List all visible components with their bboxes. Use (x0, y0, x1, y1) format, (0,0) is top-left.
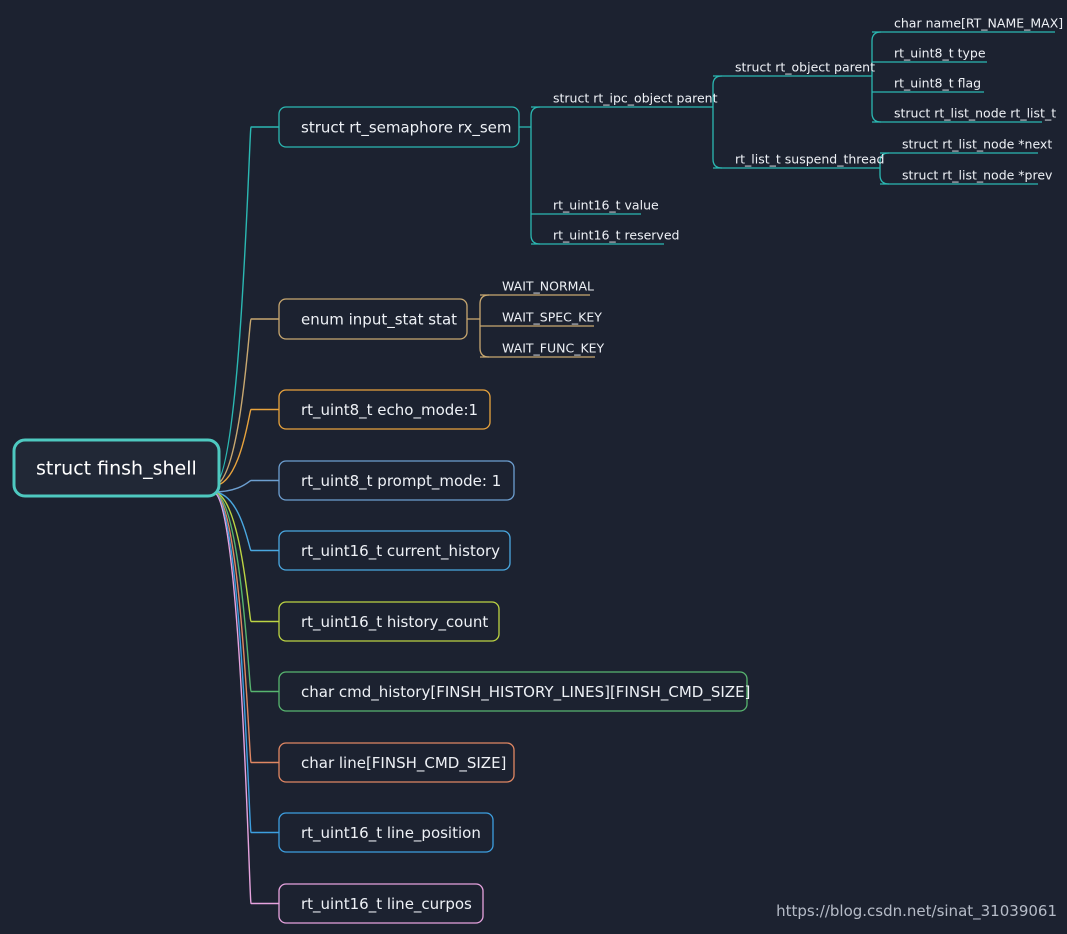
root-connector-prompt-mode (212, 479, 279, 493)
watermark-label: https://blog.csdn.net/sinat_31039061 (776, 902, 1057, 921)
node-cmd-history[interactable]: char cmd_history[FINSH_HISTORY_LINES][FI… (278, 671, 750, 712)
branch-node-prev[interactable]: struct rt_list_node *prev (898, 168, 1053, 185)
node-line-position-box[interactable] (278, 812, 494, 853)
node-input-stat-label: enum input_stat stat (301, 311, 457, 330)
node-rx-sem-label: struct rt_semaphore rx_sem (301, 119, 512, 138)
branch-obj-name-label: char name[RT_NAME_MAX] (894, 16, 1063, 31)
root-connector-line-curpos (212, 491, 279, 905)
node-line-buf[interactable]: char line[FINSH_CMD_SIZE] (278, 742, 515, 783)
branch-wait-normal-label: WAIT_NORMAL (502, 279, 594, 294)
node-line-position-label: rt_uint16_t line_position (301, 824, 481, 843)
node-line-buf-box[interactable] (278, 742, 515, 783)
node-line-curpos-label: rt_uint16_t line_curpos (301, 895, 472, 914)
node-echo-mode-label: rt_uint8_t echo_mode:1 (301, 401, 478, 420)
connector-trunk (712, 75, 723, 169)
branch-obj-list-label: struct rt_list_node rt_list_t (894, 106, 1056, 121)
node-layer: struct finsh_shell struct rt_semaphore rx… (12, 16, 1063, 924)
root-node[interactable]: struct finsh_shell (12, 438, 221, 498)
root-node-box[interactable] (12, 438, 221, 498)
node-line-position[interactable]: rt_uint16_t line_position (278, 812, 494, 853)
branch-obj-parent[interactable]: struct rt_object parent (731, 60, 875, 77)
node-echo-mode[interactable]: rt_uint8_t echo_mode:1 (278, 389, 491, 430)
connector-trunk (879, 152, 890, 185)
branch-sem-value[interactable]: rt_uint16_t value (549, 198, 659, 215)
branch-obj-list[interactable]: struct rt_list_node rt_list_t (890, 106, 1056, 123)
node-line-curpos[interactable]: rt_uint16_t line_curpos (278, 883, 484, 924)
branch-sem-reserved[interactable]: rt_uint16_t reserved (549, 228, 679, 245)
node-echo-mode-box[interactable] (278, 389, 491, 430)
branch-wait-normal[interactable]: WAIT_NORMAL (498, 279, 594, 296)
branch-ipc-parent-label: struct rt_ipc_object parent (553, 91, 718, 106)
connector-trunk (871, 31, 882, 123)
connector-layer (212, 31, 898, 905)
node-line-buf-label: char line[FINSH_CMD_SIZE] (301, 754, 506, 773)
branch-ipc-parent[interactable]: struct rt_ipc_object parent (549, 91, 718, 108)
branch-wait-func-key-label: WAIT_FUNC_KEY (502, 341, 605, 356)
branch-obj-parent-label: struct rt_object parent (735, 60, 875, 75)
branch-sem-value-label: rt_uint16_t value (553, 198, 659, 213)
branch-obj-name[interactable]: char name[RT_NAME_MAX] (890, 16, 1063, 33)
node-history-count[interactable]: rt_uint16_t history_count (278, 601, 500, 642)
branch-obj-flag-label: rt_uint8_t flag (894, 76, 981, 91)
root-connector-current-history (212, 491, 279, 552)
node-history-count-box[interactable] (278, 601, 500, 642)
node-current-history[interactable]: rt_uint16_t current_history (278, 530, 511, 571)
root-connector-rx-sem (212, 126, 279, 487)
node-cmd-history-box[interactable] (278, 671, 748, 712)
node-prompt-mode[interactable]: rt_uint8_t prompt_mode: 1 (278, 460, 515, 501)
branch-obj-flag[interactable]: rt_uint8_t flag (890, 76, 984, 93)
root-connector-history-count (212, 491, 279, 623)
node-cmd-history-label: char cmd_history[FINSH_HISTORY_LINES][FI… (301, 683, 750, 702)
branch-obj-type[interactable]: rt_uint8_t type (890, 46, 987, 63)
branch-obj-type-label: rt_uint8_t type (894, 46, 986, 61)
root-connector-input-stat (212, 318, 279, 487)
node-input-stat-box[interactable] (278, 298, 468, 340)
branch-suspend-thread-label: rt_list_t suspend_thread (735, 152, 884, 167)
branch-sem-reserved-label: rt_uint16_t reserved (553, 228, 679, 243)
branch-node-prev-label: struct rt_list_node *prev (902, 168, 1053, 183)
root-connector-line-buf (212, 491, 279, 764)
root-connector-echo-mode (212, 408, 279, 487)
node-line-curpos-box[interactable] (278, 883, 484, 924)
branch-suspend-thread[interactable]: rt_list_t suspend_thread (731, 152, 884, 169)
root-connector-line-position (212, 491, 279, 834)
branch-wait-func-key[interactable]: WAIT_FUNC_KEY (498, 341, 605, 358)
node-input-stat[interactable]: enum input_stat stat (278, 298, 468, 340)
node-history-count-label: rt_uint16_t history_count (301, 613, 488, 632)
node-rx-sem-box[interactable] (278, 106, 520, 148)
node-current-history-box[interactable] (278, 530, 511, 571)
branch-wait-spec-key[interactable]: WAIT_SPEC_KEY (498, 310, 602, 327)
branch-node-next[interactable]: struct rt_list_node *next (898, 137, 1052, 154)
root-node-label: struct finsh_shell (36, 458, 197, 480)
branch-node-next-label: struct rt_list_node *next (902, 137, 1052, 152)
branch-wait-spec-key-label: WAIT_SPEC_KEY (502, 310, 602, 325)
connector-trunk (530, 106, 541, 245)
node-rx-sem[interactable]: struct rt_semaphore rx_sem (278, 106, 520, 148)
node-prompt-mode-box[interactable] (278, 460, 515, 501)
node-prompt-mode-label: rt_uint8_t prompt_mode: 1 (301, 472, 501, 491)
node-current-history-label: rt_uint16_t current_history (301, 542, 500, 561)
root-connector-cmd-history (212, 491, 279, 693)
